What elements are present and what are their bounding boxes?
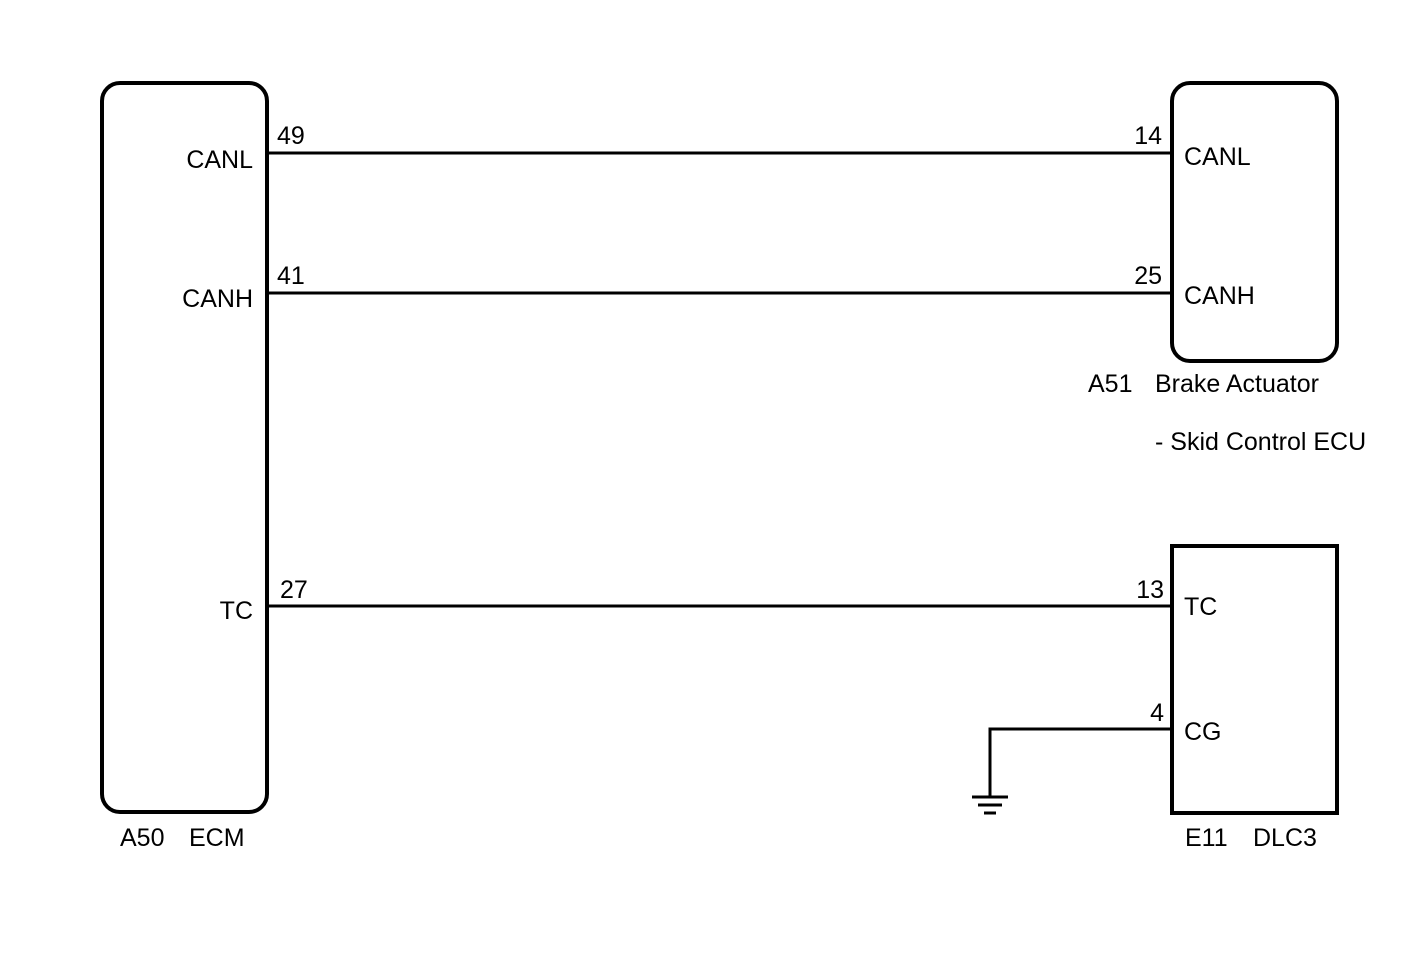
- dlc3-component: TC CG E11 DLC3: [1170, 544, 1339, 852]
- wire-canl: 49 14: [267, 122, 1172, 155]
- ecm-canh-signal: CANH: [182, 285, 253, 313]
- ecm-name: ECM: [189, 824, 245, 852]
- wire-cg-line: [988, 727, 1172, 796]
- brake-actuator-canh-signal: CANH: [1184, 282, 1255, 310]
- wire-cg: 4: [988, 699, 1172, 796]
- wire-canh: 41 25: [267, 262, 1172, 295]
- ecm-component: CANL CANH TC A50 ECM: [100, 81, 269, 852]
- dlc3-code: E11: [1185, 824, 1228, 852]
- ecm-tc-pin-number: 27: [280, 576, 308, 604]
- dlc3-cg-pin-number: 4: [1150, 699, 1164, 727]
- brake-actuator-canl-signal: CANL: [1184, 143, 1251, 171]
- brake-actuator-canl-pin-number: 14: [1134, 122, 1162, 150]
- dlc3-tc-pin-number: 13: [1136, 576, 1164, 604]
- wire-tc: 27 13: [267, 576, 1172, 608]
- ecm-canh-pin-number: 41: [277, 262, 305, 290]
- ecm-code: A50: [120, 824, 164, 852]
- ecm-canl-pin-number: 49: [277, 122, 305, 150]
- brake-actuator-code: A51: [1088, 370, 1132, 398]
- ground-icon: [972, 795, 1008, 815]
- brake-actuator-canh-pin-number: 25: [1134, 262, 1162, 290]
- dlc3-cg-signal: CG: [1184, 718, 1222, 746]
- ecm-canl-signal: CANL: [186, 146, 253, 174]
- ecm-tc-signal: TC: [220, 597, 253, 625]
- brake-actuator-name-line2: - Skid Control ECU: [1155, 428, 1366, 456]
- dlc3-tc-signal: TC: [1184, 593, 1217, 621]
- dlc3-box: [1170, 544, 1339, 815]
- brake-actuator-box: [1170, 81, 1339, 363]
- brake-actuator-name: Brake Actuator: [1155, 370, 1319, 398]
- brake-actuator-component: CANL CANH A51 Brake Actuator - Skid Cont…: [1088, 81, 1366, 456]
- ecm-box: [100, 81, 269, 814]
- dlc3-name: DLC3: [1253, 824, 1317, 852]
